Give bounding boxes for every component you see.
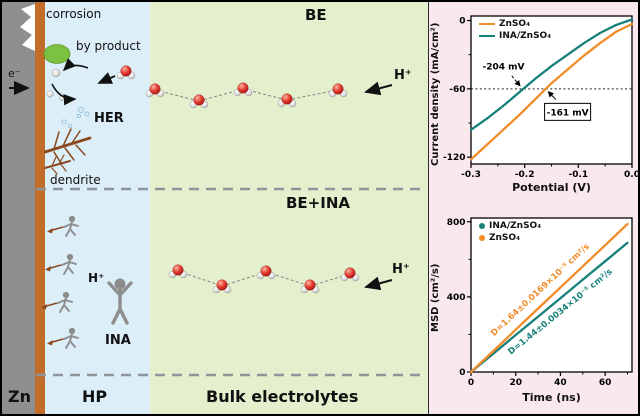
proton-arrow-bottom [364,276,393,291]
bulk-region-label: Bulk electrolytes [206,387,359,406]
legend-label: ZnSO₄ [499,19,531,29]
zn-electrode-region [2,2,35,414]
water-molecule [328,83,348,98]
legend-item: INA/ZnSO₄ [479,30,551,42]
svg-text:0.0: 0.0 [624,170,639,180]
dendrite-graphic [43,128,92,175]
msd-y-axis-label: MSD (cm²/s) [430,263,441,333]
proton-label-bottom: H⁺ [392,262,410,277]
svg-text:-120: -120 [443,153,466,163]
dendrite-label: dendrite [50,173,101,187]
be-ina-title: BE+INA [286,194,350,212]
msd-x-axis-label: Time (ns) [522,391,581,404]
svg-text:-60: -60 [449,85,465,95]
proton-arrow-top [364,81,393,96]
electron-label: e⁻ [8,67,21,80]
svg-text:0: 0 [459,368,465,378]
water-molecule [212,279,232,294]
her-label: HER [94,111,124,126]
svg-text:-161 mV: -161 mV [547,108,589,118]
dot-swatch-icon [479,223,485,229]
held-proton-label: H⁺ [88,271,105,285]
charts-panel: -0.3 -0.2 -0.1 0.0 0 -60 -120 -204 mV -161 mV 0 2… [428,2,638,414]
legend-label: INA/ZnSO₄ [499,31,552,41]
water-molecule [145,83,165,98]
byproduct-blob [43,44,71,64]
water-attack-arrow [97,72,116,84]
water-molecule [233,82,253,97]
svg-text:-0.2: -0.2 [515,170,535,180]
svg-text:-0.1: -0.1 [568,170,588,180]
archer-figure [46,326,79,349]
water-molecule [300,279,320,294]
msd-legend: INA/ZnSO₄ ZnSO₄ [479,220,541,244]
svg-text:400: 400 [447,293,466,303]
water-molecule [116,65,136,80]
bulk-region [150,2,428,414]
polarization-x-axis-label: Potential (V) [512,181,591,194]
legend-label: INA/ZnSO₄ [489,221,542,231]
legend-item: ZnSO₄ [479,18,551,30]
svg-text:0: 0 [468,378,474,388]
proton-label-top: H⁺ [394,68,412,83]
svg-text:0: 0 [459,17,465,27]
polarization-y-axis-label: Current density (mA/cm²) [430,22,441,166]
archer-figure [46,214,79,237]
hp-region-label: HP [82,387,108,406]
legend-item: INA/ZnSO₄ [479,220,541,232]
dot-swatch-icon [479,235,485,241]
polarization-legend: ZnSO₄ INA/ZnSO₄ [479,18,551,42]
reaction-arrows [51,58,89,106]
water-molecule [277,93,297,108]
hydrogen-bubbles [46,68,65,101]
line-swatch-icon [479,22,495,26]
svg-text:-0.3: -0.3 [461,170,481,180]
hp-region [45,2,150,414]
legend-label: ZnSO₄ [489,233,521,243]
water-molecule [340,267,360,282]
water-molecule [256,265,276,280]
be-title: BE [305,6,327,24]
svg-text:-204 mV: -204 mV [483,62,525,72]
ina-label: INA [105,333,131,348]
zn-region-label: Zn [8,387,31,406]
svg-text:60: 60 [599,378,612,388]
water-chain-top [116,65,348,109]
water-chain-bottom [168,264,360,294]
archer-figure [40,290,73,313]
byproduct-label: by product [76,39,141,53]
corrosion-label: corrosion [46,7,102,21]
svg-text:40: 40 [554,378,567,388]
water-molecule [189,94,209,109]
her-bubbles [61,107,90,129]
polarization-chart: -0.3 -0.2 -0.1 0.0 0 -60 -120 -204 mV -161 mV [443,15,639,180]
legend-item: ZnSO₄ [479,232,541,244]
archer-figure [44,252,77,275]
water-molecule [168,264,188,279]
schematic-graphics [9,4,426,377]
svg-text:800: 800 [447,218,466,228]
ina-figure [107,278,133,325]
svg-text:20: 20 [509,378,522,388]
line-swatch-icon [479,34,495,38]
corrosion-pit [20,4,35,51]
ina-archers [40,214,79,349]
interface-strip [35,2,45,414]
msd-chart: 0 20 40 60 0 400 800 [447,217,633,388]
